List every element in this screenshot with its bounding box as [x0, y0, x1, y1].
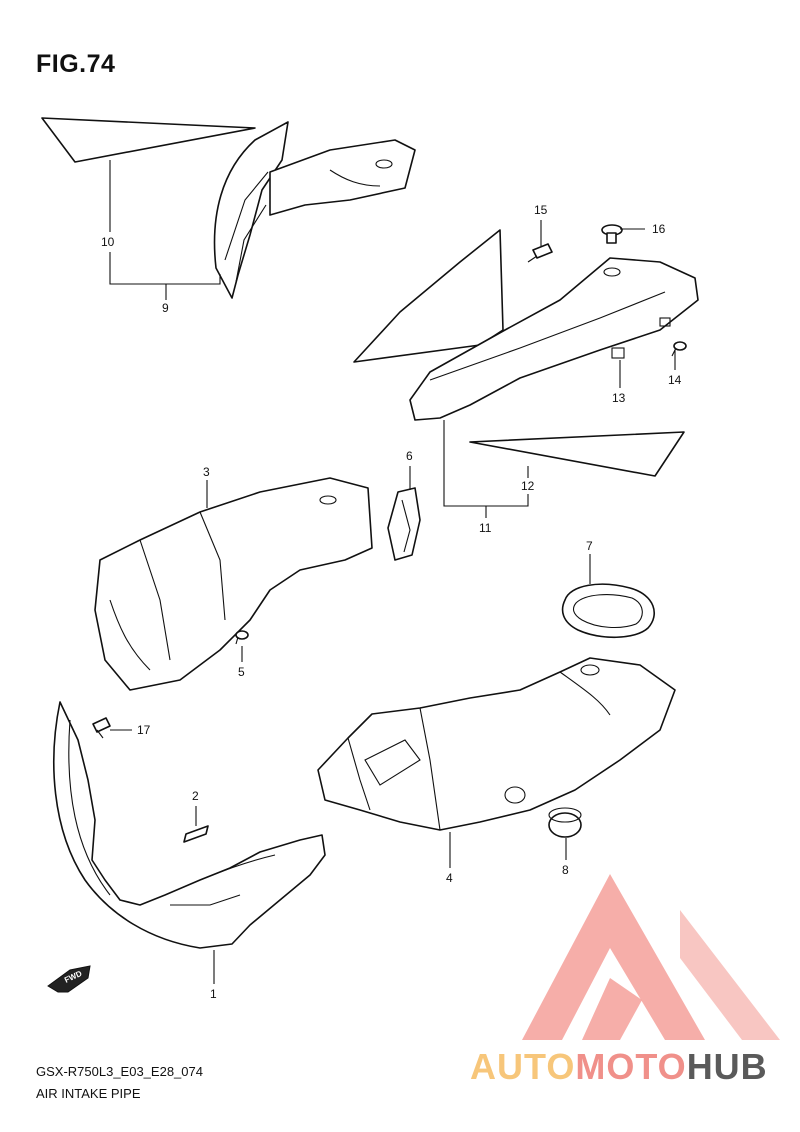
callout-8[interactable]: 8	[562, 863, 569, 877]
watermark-text-moto: MOTO	[575, 1046, 687, 1087]
callout-9[interactable]: 9	[162, 301, 169, 315]
callout-labels: 10 9 15 16 14 13 12 11 6 3 5 7 17 2 4 8 …	[101, 203, 682, 1001]
footer-model-code: GSX-R750L3_E03_E28_074	[36, 1064, 203, 1079]
part-11-side-cover[interactable]	[353, 229, 699, 421]
callout-16[interactable]: 16	[652, 222, 666, 236]
part-3-intake-duct[interactable]	[94, 477, 373, 691]
watermark-logo	[522, 874, 780, 1040]
watermark-triangle-outer	[522, 874, 705, 1040]
part-7-seal-ring[interactable]	[561, 583, 656, 639]
part-12-decal[interactable]	[469, 431, 685, 477]
watermark-text: AUTOMOTOHUB	[470, 1046, 768, 1088]
callout-11[interactable]: 11	[479, 521, 492, 535]
part-2-label[interactable]	[183, 825, 209, 843]
watermark-text-hub: HUB	[686, 1046, 768, 1087]
part-15-screw[interactable]	[527, 243, 553, 263]
callout-7[interactable]: 7	[586, 539, 593, 553]
part-4-intake-pipe[interactable]	[317, 657, 676, 831]
callout-13[interactable]: 13	[612, 391, 626, 405]
leader-lines	[109, 160, 676, 984]
part-1-front-cover[interactable]	[53, 701, 326, 949]
part-9-side-cover[interactable]	[213, 121, 416, 299]
part-6-seal[interactable]	[387, 487, 421, 561]
callout-2[interactable]: 2	[192, 789, 199, 803]
fwd-arrow-icon: FWD	[47, 965, 91, 993]
part-5-bolt[interactable]	[235, 630, 249, 645]
watermark-triangle-inner	[582, 978, 642, 1040]
callout-5[interactable]: 5	[238, 665, 245, 679]
callout-12[interactable]: 12	[521, 479, 535, 493]
figure-title: FIG.74	[36, 50, 116, 78]
part-10-decal[interactable]	[41, 117, 256, 163]
watermark-text-auto: AUTO	[470, 1046, 576, 1087]
callout-6[interactable]: 6	[406, 449, 413, 463]
callout-14[interactable]: 14	[668, 373, 682, 387]
part-14-bolt[interactable]	[671, 341, 687, 357]
part-8-grommet[interactable]	[548, 807, 582, 838]
callout-17[interactable]: 17	[137, 723, 151, 737]
callout-15[interactable]: 15	[534, 203, 548, 217]
footer-caption: AIR INTAKE PIPE	[36, 1086, 141, 1101]
watermark-triangle-right	[680, 910, 780, 1040]
callout-3[interactable]: 3	[203, 465, 210, 479]
part-16-clip[interactable]	[601, 224, 623, 244]
callout-10[interactable]: 10	[101, 235, 115, 249]
callout-4[interactable]: 4	[446, 871, 453, 885]
callout-1[interactable]: 1	[210, 987, 217, 1001]
part-17-screw[interactable]	[92, 717, 111, 739]
